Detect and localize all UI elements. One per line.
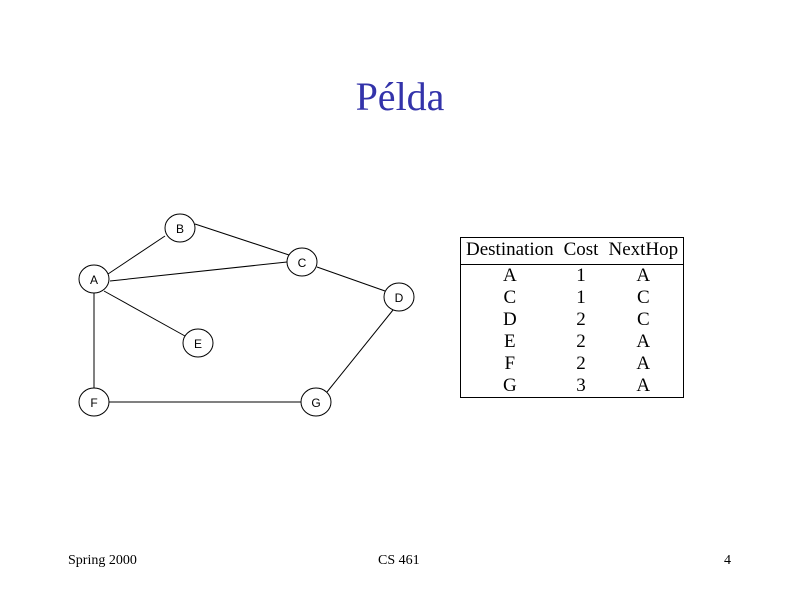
graph-nodes: A B C D E F G	[78, 213, 415, 417]
cell-cost: 1	[576, 265, 586, 286]
cell-nexthop: A	[636, 331, 651, 352]
table-row: C 1 C	[461, 287, 684, 309]
cell-destination: D	[502, 309, 517, 330]
footer-left: Spring 2000	[68, 553, 137, 568]
edge-a-e	[103, 290, 186, 337]
footer-page-number: 4	[724, 553, 731, 568]
node-label-b: B	[176, 222, 184, 236]
header-destination: Destination	[460, 237, 559, 265]
node-d: D	[383, 282, 415, 312]
node-f: F	[78, 387, 110, 417]
routing-table: Destination Cost NextHop A 1 A C 1 C D 2…	[460, 237, 685, 398]
node-label-g: G	[311, 396, 320, 410]
footer-center: CS 461	[378, 553, 420, 568]
table-row: D 2 C	[461, 309, 684, 331]
node-e: E	[182, 328, 214, 358]
node-c: C	[286, 247, 318, 277]
slide-title: Példa	[355, 74, 445, 119]
node-b: B	[164, 213, 196, 243]
edge-c-d	[316, 266, 386, 292]
cell-destination: G	[502, 375, 517, 396]
graph-edges	[93, 223, 394, 403]
cell-nexthop: A	[636, 375, 651, 396]
table-row: A 1 A	[461, 265, 684, 288]
cell-nexthop: A	[636, 353, 651, 374]
node-label-c: C	[298, 256, 307, 270]
table-row: G 3 A	[461, 375, 684, 398]
table-row: F 2 A	[461, 353, 684, 375]
cell-cost: 2	[576, 353, 586, 374]
node-label-f: F	[90, 396, 97, 410]
cell-destination: E	[504, 331, 516, 352]
cell-nexthop: A	[636, 265, 651, 286]
cell-destination: C	[503, 287, 517, 308]
node-label-e: E	[194, 337, 202, 351]
cell-cost: 2	[576, 309, 586, 330]
cell-cost: 2	[576, 331, 586, 352]
table-row: E 2 A	[461, 331, 684, 353]
edge-a-c	[109, 261, 288, 282]
node-g: G	[300, 387, 332, 417]
routing-table-header: Destination Cost NextHop	[460, 237, 684, 265]
cell-nexthop: C	[636, 309, 650, 330]
header-cost: Cost	[558, 237, 604, 265]
cell-destination: F	[504, 353, 516, 374]
node-a: A	[78, 264, 110, 294]
edge-b-c	[194, 223, 290, 256]
cell-nexthop: C	[636, 287, 650, 308]
edge-a-b	[107, 235, 166, 275]
edge-d-g	[326, 309, 394, 393]
node-label-a: A	[90, 273, 98, 287]
cell-cost: 3	[576, 375, 586, 396]
node-label-d: D	[395, 291, 404, 305]
header-nexthop: NextHop	[603, 237, 684, 265]
cell-destination: A	[502, 265, 517, 286]
cell-cost: 1	[576, 287, 586, 308]
